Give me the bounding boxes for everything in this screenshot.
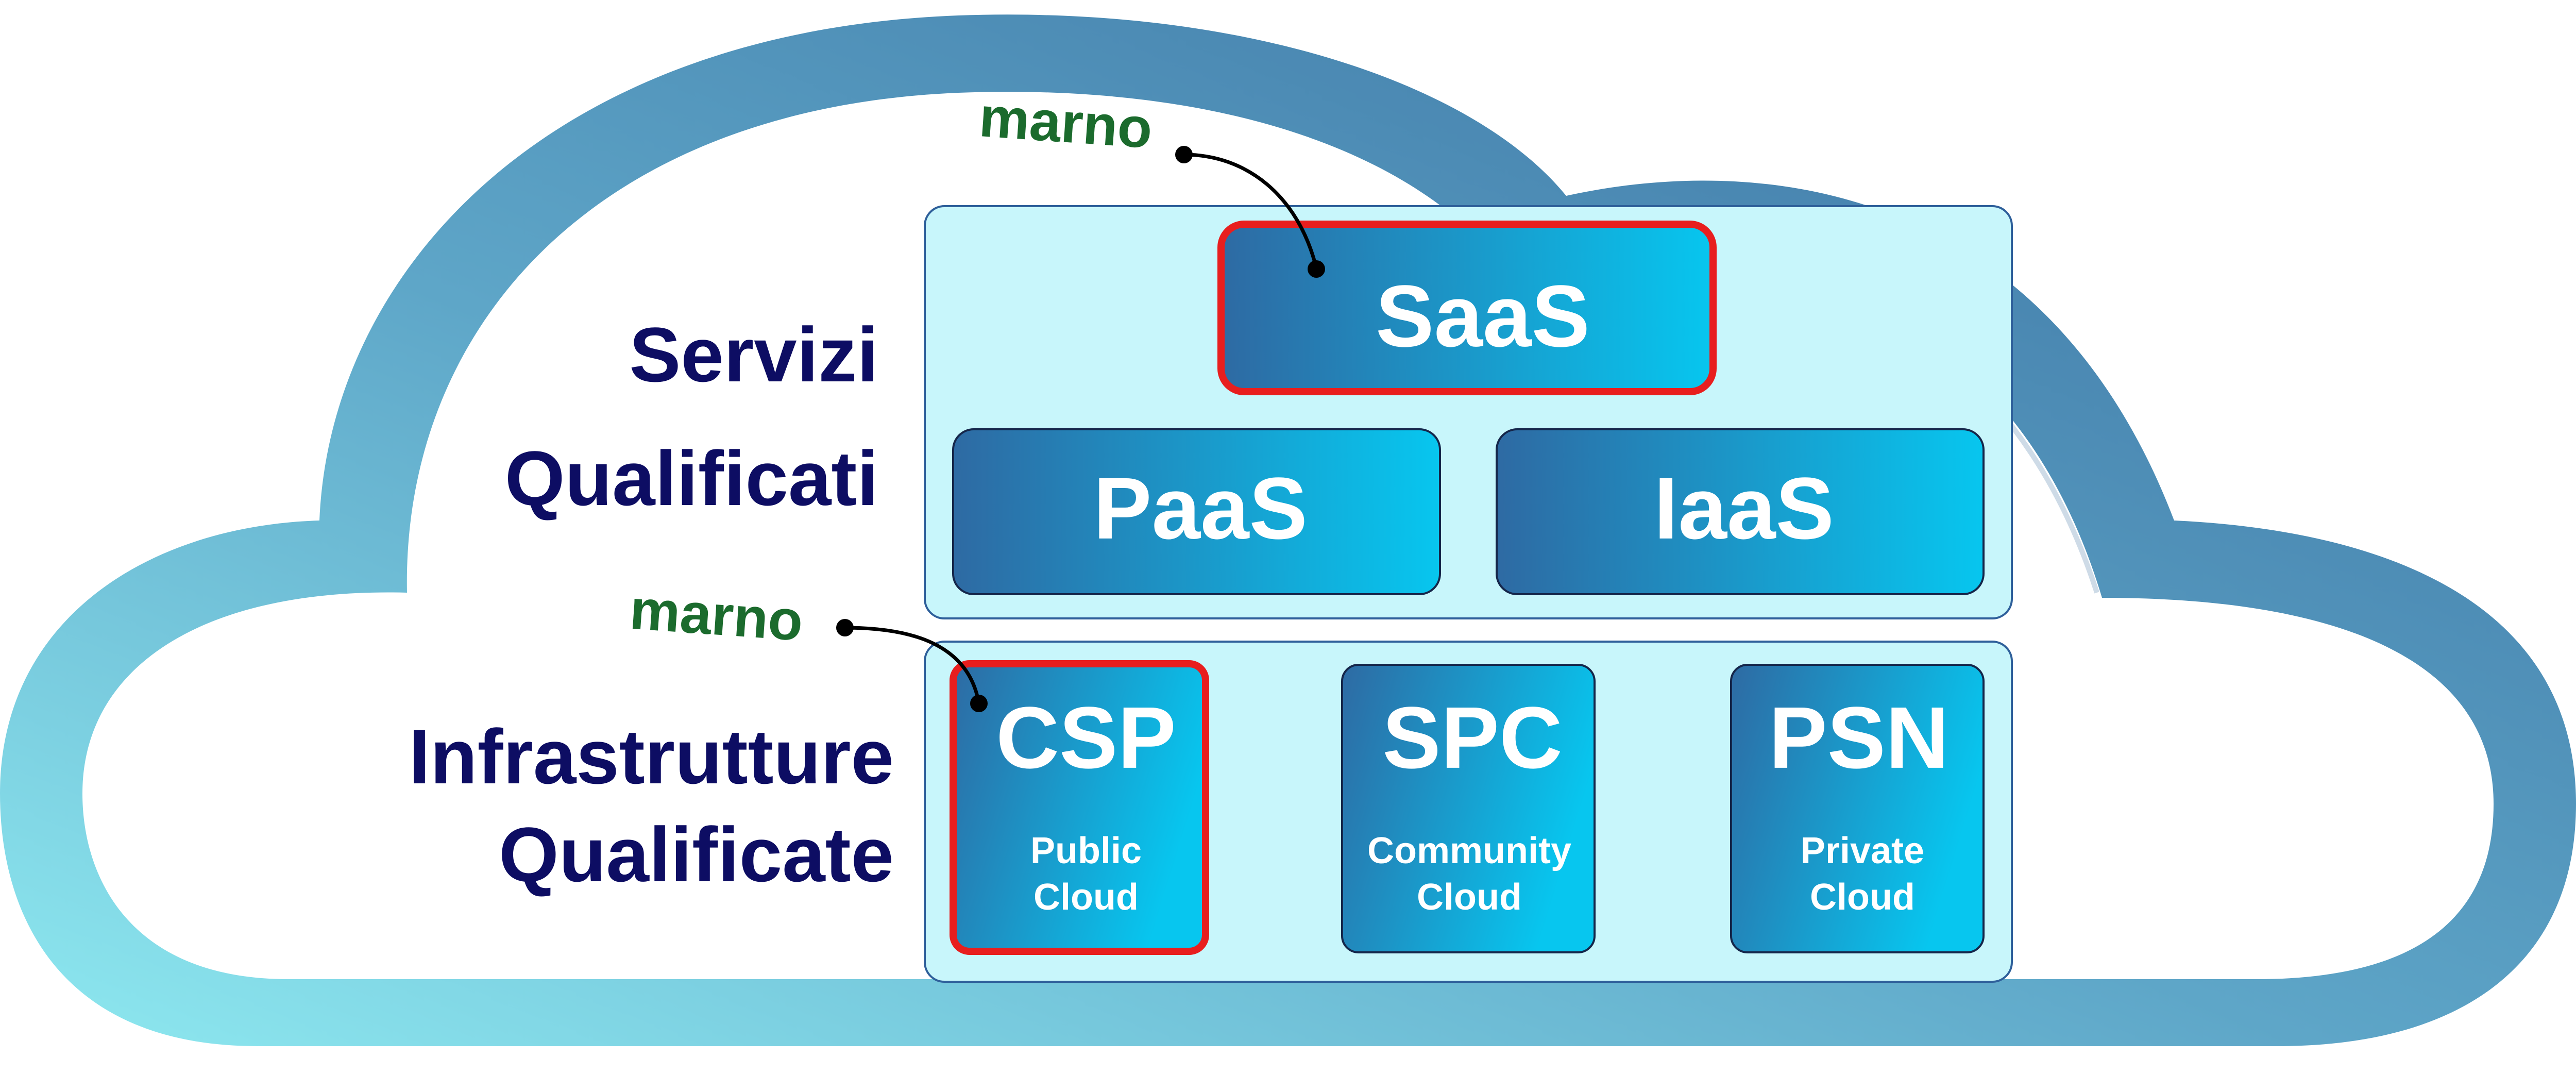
- marno-connector-bottom: [844, 626, 981, 704]
- csp-box: CSP Public Cloud: [950, 660, 1209, 955]
- marno-label-top: marno: [977, 85, 1155, 160]
- infrastrutture-label-line1: Infrastrutture: [409, 713, 894, 800]
- servizi-label-line1: Servizi: [629, 311, 878, 398]
- iaas-label: IaaS: [1654, 460, 1834, 558]
- spc-name: SPC: [1382, 689, 1563, 787]
- paas-box: PaaS: [952, 428, 1441, 595]
- marno-dot-bottom-end: [970, 695, 988, 712]
- marno-annotation-bottom: marno: [628, 578, 988, 712]
- servizi-label-line2: Qualificati: [505, 435, 878, 522]
- saas-box: SaaS: [1217, 221, 1717, 395]
- csp-type-line2: Cloud: [1033, 877, 1139, 918]
- marno-dot-top-end: [1308, 260, 1325, 278]
- csp-name: CSP: [996, 689, 1176, 787]
- spc-type-line2: Cloud: [1417, 877, 1522, 918]
- psn-type-line1: Private: [1801, 830, 1924, 871]
- psn-box: PSN Private Cloud: [1730, 664, 1985, 953]
- psn-type-line2: Cloud: [1810, 877, 1915, 918]
- iaas-box: IaaS: [1496, 428, 1985, 595]
- infrastrutture-label-line2: Qualificate: [499, 811, 894, 898]
- saas-label: SaaS: [1376, 267, 1590, 365]
- spc-type-line1: Community: [1367, 830, 1571, 871]
- csp-type-line1: Public: [1030, 830, 1142, 871]
- marno-label-bottom: marno: [628, 578, 805, 653]
- spc-box: SPC Community Cloud: [1341, 664, 1596, 953]
- marno-annotation-top: marno: [977, 85, 1325, 278]
- psn-name: PSN: [1769, 689, 1949, 787]
- marno-dot-top-start: [1175, 146, 1193, 163]
- marno-dot-bottom-start: [836, 619, 854, 636]
- marno-connector-top: [1183, 153, 1318, 268]
- paas-label: PaaS: [1093, 460, 1308, 558]
